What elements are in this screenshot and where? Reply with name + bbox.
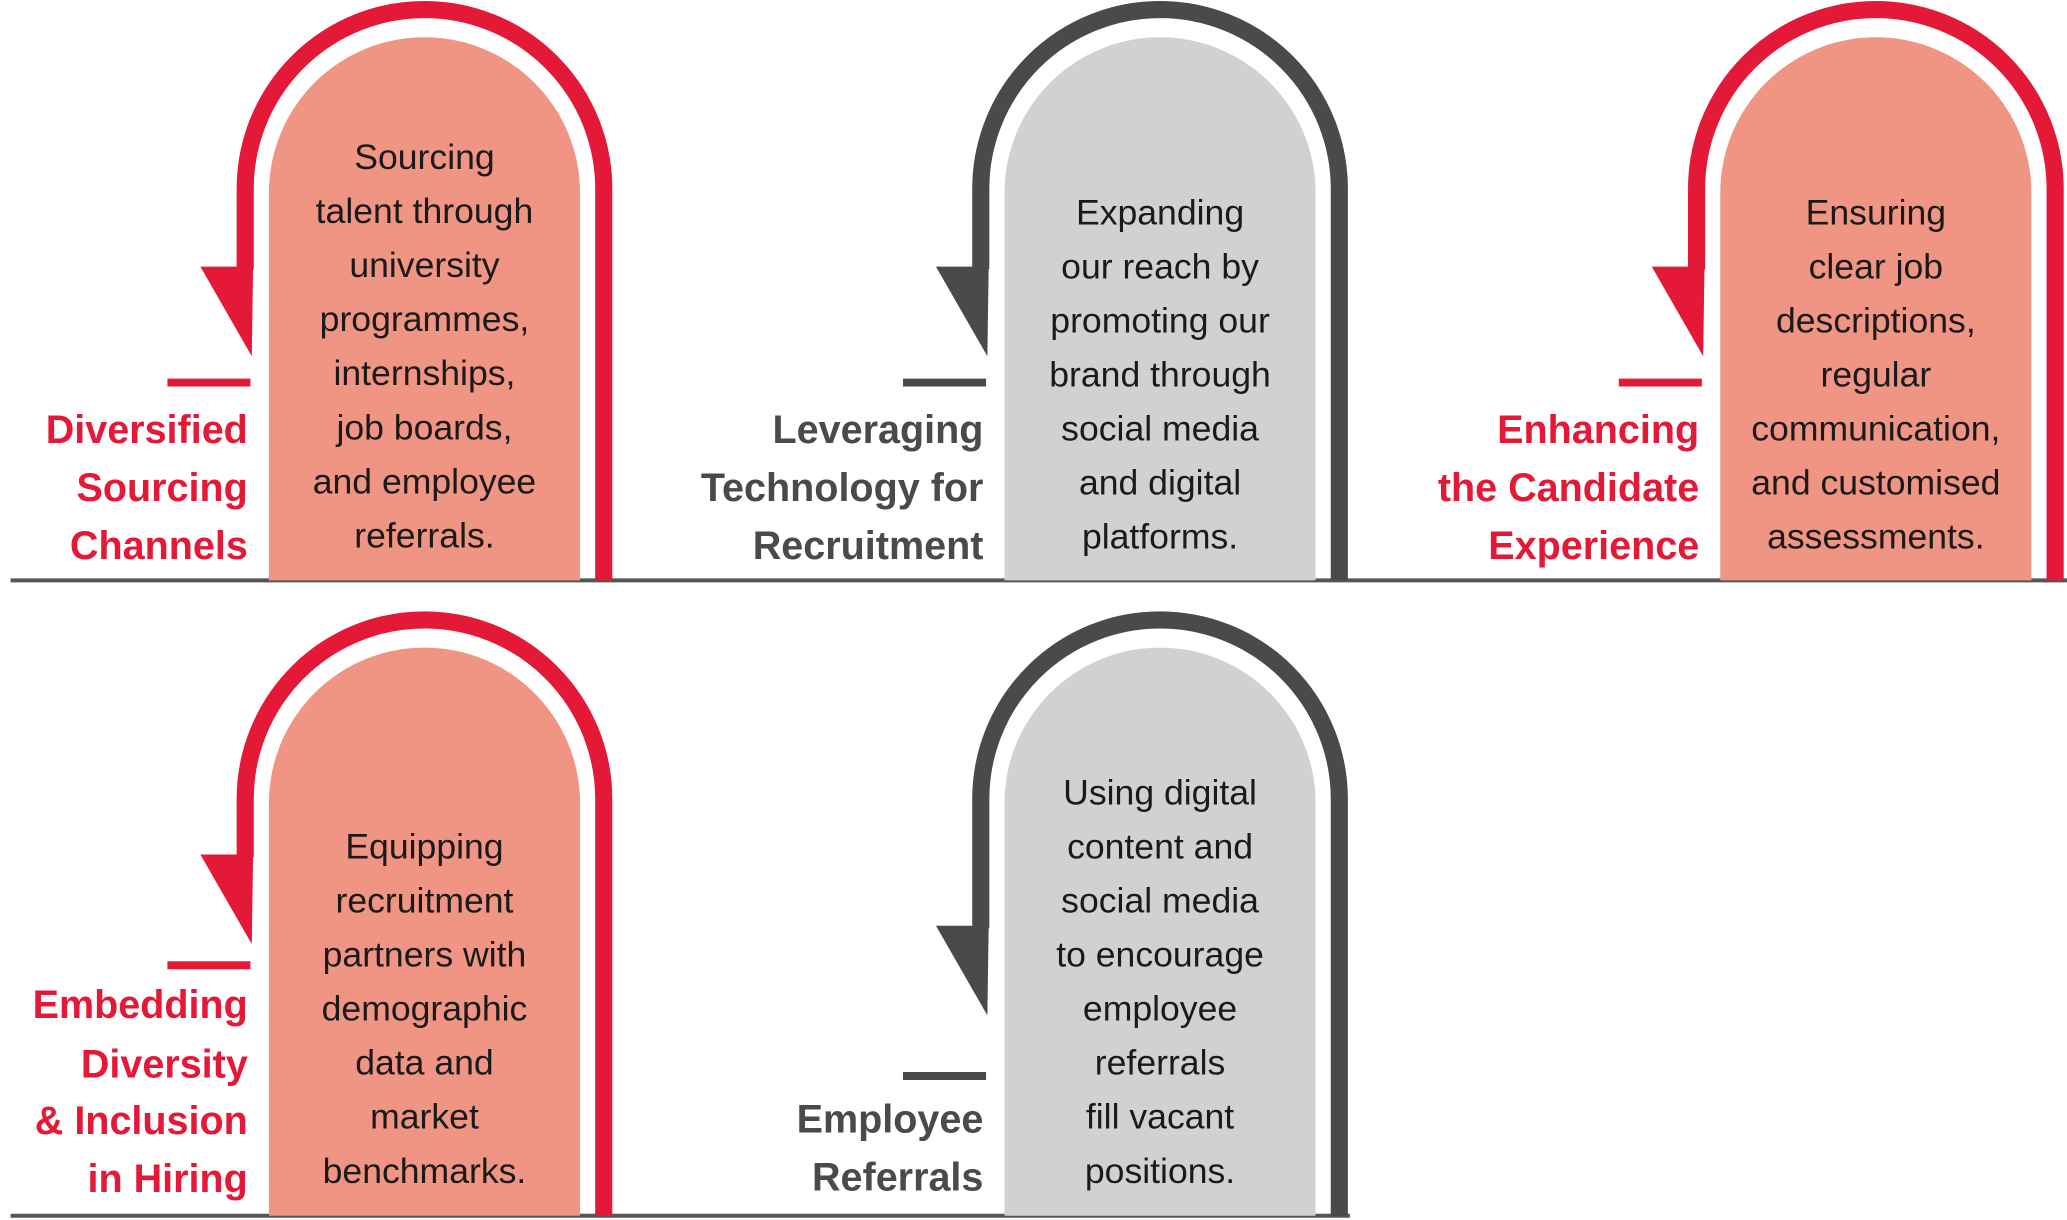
card-description-line: Equipping bbox=[345, 826, 503, 866]
card-description-line: positions. bbox=[1085, 1151, 1235, 1191]
card-description-line: descriptions, bbox=[1776, 301, 1976, 341]
card-description-line: assessments. bbox=[1767, 517, 1985, 557]
card-description: Using digital content and social media to e… bbox=[1056, 772, 1264, 1190]
arrow-head-icon bbox=[1651, 266, 1705, 357]
card-description-line: job boards, bbox=[335, 407, 512, 447]
card-title-line: Diversified bbox=[46, 408, 248, 452]
card-arch-fill bbox=[268, 37, 581, 581]
card-arch-fill bbox=[1720, 37, 2032, 581]
card-description-line: platforms. bbox=[1082, 517, 1238, 557]
card-title-line: Diversity bbox=[81, 1042, 248, 1086]
card-title-line: & Inclusion bbox=[35, 1099, 248, 1143]
card-description-line: programmes, bbox=[320, 299, 530, 339]
cycle-ring bbox=[972, 611, 1348, 1216]
card-arch-fill bbox=[1004, 37, 1316, 581]
card-title-line: Experience bbox=[1488, 524, 1699, 568]
card-title-line: Employee bbox=[797, 1098, 984, 1142]
card-description: Equipping recruitment partners with demogra… bbox=[322, 826, 528, 1190]
card-title-line: Channels bbox=[70, 524, 248, 568]
card-description-line: recruitment bbox=[335, 881, 513, 921]
card-arch-fill bbox=[268, 647, 581, 1216]
card-description-line: content and bbox=[1067, 826, 1253, 866]
card-description-line: referrals bbox=[1095, 1043, 1225, 1083]
card-description-line: data and bbox=[355, 1043, 494, 1083]
card-title-line: Technology for bbox=[701, 466, 984, 510]
card-description-line: fill vacant bbox=[1086, 1097, 1234, 1137]
card-description-line: referrals. bbox=[354, 515, 494, 555]
card-description-line: benchmarks. bbox=[323, 1151, 527, 1191]
card-description-line: Ensuring bbox=[1806, 192, 1946, 232]
card-description: Ensuring clear job descriptions, regular com… bbox=[1751, 192, 2000, 556]
card-title-line: in Hiring bbox=[88, 1157, 248, 1201]
card-description-line: communication, bbox=[1751, 409, 2000, 449]
card-title-line: Enhancing bbox=[1497, 408, 1699, 452]
card-title-line: Recruitment bbox=[753, 524, 984, 568]
cycle-ring bbox=[972, 1, 1348, 581]
card-title-line: the Candidate bbox=[1438, 466, 1699, 510]
card-title-line: Sourcing bbox=[77, 466, 248, 510]
card-description-line: promoting our bbox=[1050, 301, 1270, 341]
card-description-line: market bbox=[370, 1097, 479, 1137]
card-description-line: employee bbox=[1083, 989, 1237, 1029]
arrow-head-icon bbox=[935, 925, 989, 1016]
card-description-line: Using digital bbox=[1063, 772, 1257, 812]
card-title-line: Referrals bbox=[812, 1156, 983, 1200]
card-title-line: Leveraging bbox=[773, 408, 984, 452]
card-description-line: Expanding bbox=[1076, 192, 1244, 232]
card-description-line: talent through bbox=[316, 191, 534, 231]
card-description-line: our reach by bbox=[1061, 246, 1259, 286]
card-description-line: and customised bbox=[1751, 463, 2000, 503]
card-description-line: to encourage bbox=[1056, 935, 1264, 975]
arrow-head-icon bbox=[200, 854, 254, 945]
card-description: Expanding our reach by promoting our brand … bbox=[1049, 192, 1271, 556]
cycle-ring bbox=[1688, 1, 2064, 581]
card-description-line: internships, bbox=[333, 353, 515, 393]
card-description-line: social media bbox=[1061, 409, 1259, 449]
card-description-line: clear job bbox=[1809, 246, 1943, 286]
card-description: Sourcing talent through university programm… bbox=[313, 137, 537, 555]
card-description-line: regular bbox=[1820, 355, 1931, 395]
cycle-ring bbox=[236, 611, 613, 1216]
cycle-ring bbox=[236, 1, 613, 581]
card-description-line: brand through bbox=[1049, 355, 1271, 395]
arrow-head-icon bbox=[935, 266, 989, 357]
card-description-line: social media bbox=[1061, 881, 1259, 921]
card-description-line: Sourcing bbox=[354, 137, 494, 177]
card-description-line: and digital bbox=[1079, 463, 1241, 503]
card-description-line: demographic bbox=[322, 989, 528, 1029]
card-description-line: and employee bbox=[313, 461, 537, 501]
card-description-line: partners with bbox=[323, 935, 527, 975]
card-arch-fill bbox=[1004, 647, 1316, 1216]
card-description-line: university bbox=[349, 245, 499, 285]
arrow-head-icon bbox=[200, 266, 254, 357]
card-title-line: Embedding bbox=[33, 983, 248, 1027]
